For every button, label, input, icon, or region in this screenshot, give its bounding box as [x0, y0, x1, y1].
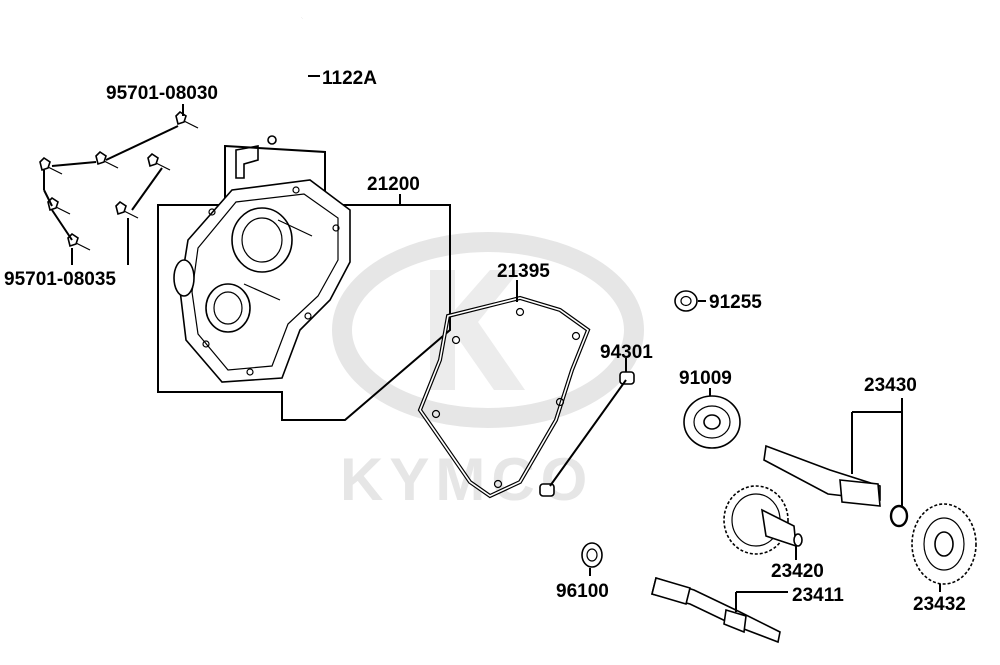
bolt-7	[67, 232, 91, 251]
bearing	[683, 388, 741, 449]
countershaft-gear	[723, 485, 803, 560]
bolt-3	[147, 152, 171, 171]
label-gasket: 21395	[497, 261, 550, 282]
bolt-2	[95, 150, 119, 169]
label-final-gear: 23432	[913, 594, 966, 615]
kymco-watermark: KYMCO	[332, 232, 644, 513]
bolt-group	[39, 110, 199, 251]
bolt-6	[115, 200, 139, 219]
label-shaft-assembly: 23430	[864, 375, 917, 396]
label-countershaft-gear: 23420	[771, 561, 824, 582]
shaft-assembly	[763, 398, 909, 528]
gasket	[417, 280, 591, 499]
oil-seal	[581, 542, 603, 576]
label-breather-tube: 1122A	[322, 68, 377, 89]
label-dowel-pin: 94301	[600, 342, 653, 363]
bolt-1	[175, 110, 199, 129]
cover-group	[157, 144, 451, 421]
label-cover: 21200	[367, 174, 420, 195]
label-bolt-upper: 95701-08030	[106, 83, 218, 104]
label-drive-shaft: 23411	[792, 585, 844, 606]
label-oil-seal-small: 91255	[709, 292, 762, 313]
oil-seal-small	[674, 290, 706, 312]
label-bearing: 91009	[679, 368, 732, 389]
final-gear	[911, 503, 977, 592]
label-bolt-lower: 95701-08035	[4, 269, 116, 290]
watermark-text: KYMCO	[340, 446, 593, 513]
bolt-leaders	[43, 104, 184, 265]
dowel-pins	[539, 358, 635, 497]
drive-shaft	[651, 576, 788, 644]
breather-tube	[235, 8, 328, 179]
bolt-4	[39, 156, 63, 175]
label-oil-seal: 96100	[556, 581, 609, 602]
